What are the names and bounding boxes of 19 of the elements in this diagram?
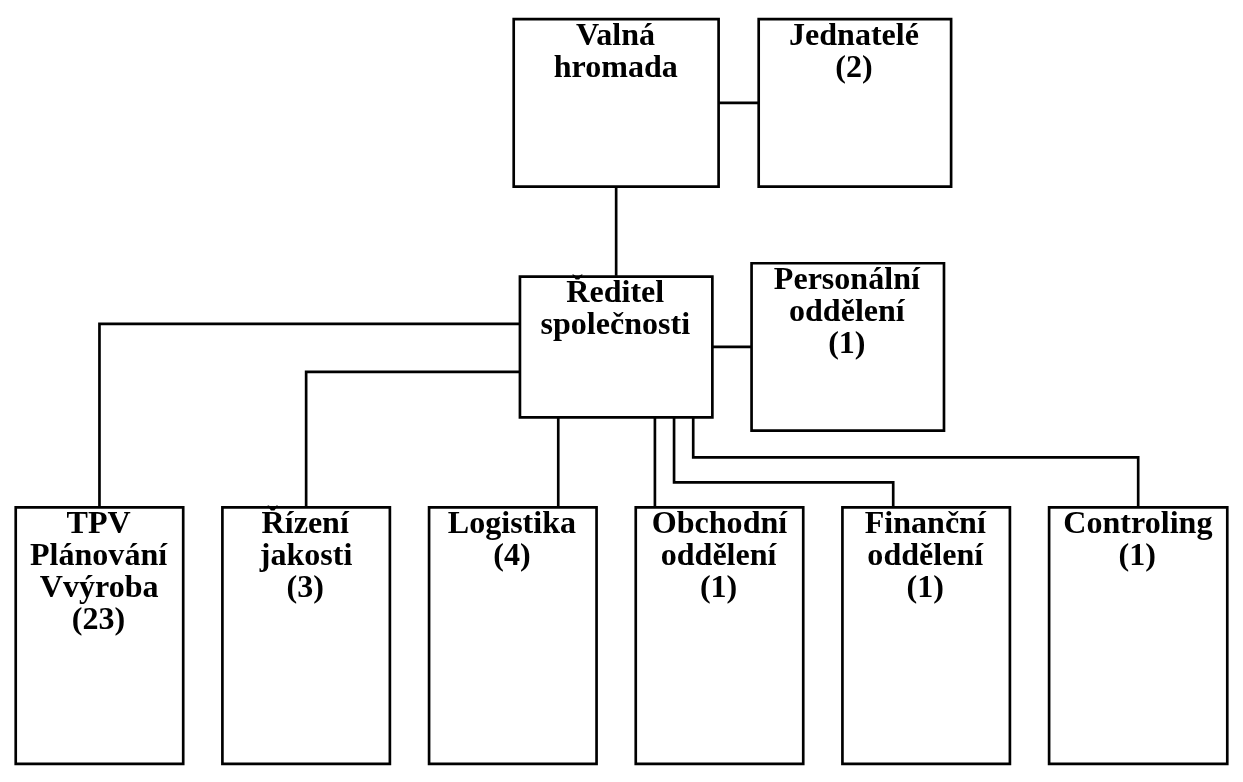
- node-box: Jednatelé (2): [757, 17, 953, 188]
- connector: [653, 417, 657, 507]
- node-box: Obchodní oddělení (1): [634, 505, 805, 765]
- connector: [691, 417, 1140, 507]
- node-box: Personální oddělení (1): [750, 261, 946, 432]
- node-box: TPV Plánování Vvýroba (23): [14, 505, 185, 765]
- connector: [98, 321, 520, 507]
- node-box: Řízení jakosti (3): [221, 505, 392, 765]
- node-box: Valná hromada: [512, 17, 720, 188]
- node-box: Controling (1): [1047, 505, 1229, 765]
- connector: [304, 370, 520, 507]
- connector: [712, 345, 752, 348]
- node-box: Logistika (4): [427, 505, 598, 765]
- node-box: Ředitel společnosti: [518, 274, 714, 419]
- node-box: Finanční oddělení (1): [841, 505, 1012, 765]
- connector: [672, 417, 895, 507]
- connector: [614, 186, 618, 276]
- connector: [718, 101, 759, 104]
- connector: [556, 417, 560, 507]
